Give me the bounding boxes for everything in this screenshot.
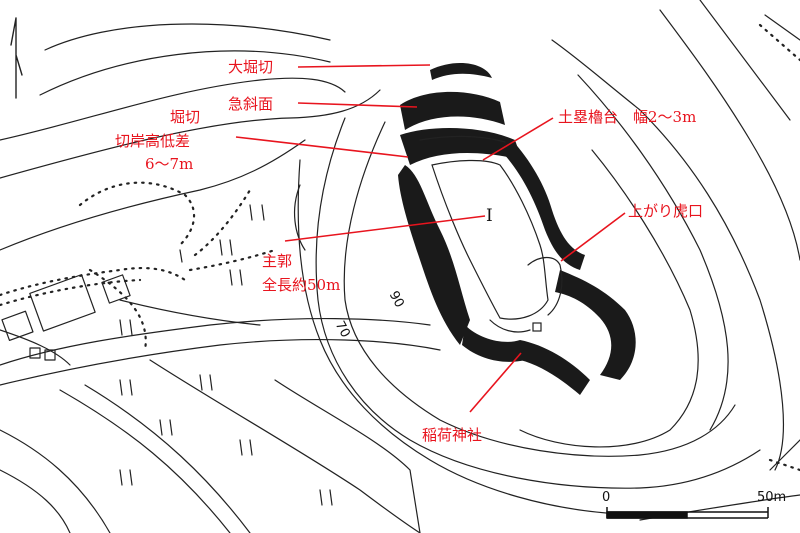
boundary-dotted (768, 458, 800, 472)
boundary-dotted (0, 278, 142, 307)
leader-oohorikiri (297, 64, 431, 68)
label-agari-koguchi: 上がり虎口 (628, 202, 704, 220)
boundary-dotted (88, 268, 147, 352)
contour-line (577, 74, 729, 431)
building-outline (101, 274, 131, 304)
annotation-leaders (235, 64, 626, 413)
building-outline (29, 347, 41, 359)
road-line (0, 338, 441, 386)
contour-line (44, 23, 331, 51)
road-line (0, 429, 111, 533)
castle-earthworks (398, 63, 636, 395)
contour-line (551, 39, 785, 471)
contour-line (764, 14, 800, 41)
main-bailey-outline (431, 159, 549, 320)
contour-line (0, 89, 381, 179)
boundary-dotted (0, 266, 187, 297)
boundary-dotted (188, 248, 277, 272)
bailey-mark: I (486, 206, 493, 226)
building-outline (29, 274, 96, 332)
contour-line (699, 0, 791, 121)
contour-line (0, 77, 346, 141)
contour-line (297, 159, 621, 515)
label-horikiri: 堀切 (170, 108, 201, 126)
label-kirigishi-height: 6～7m (145, 155, 194, 173)
label-kyushamen: 急斜面 (228, 95, 274, 113)
road-line (84, 384, 251, 533)
boundary-dotted (78, 181, 196, 247)
road-line (119, 299, 261, 326)
leader-shukaku (284, 215, 486, 242)
contour-line (343, 121, 736, 457)
field-mark (119, 204, 333, 506)
dorui-outline (419, 135, 506, 143)
boundary-dotted (758, 23, 800, 62)
scale-label-end: 50m (757, 490, 787, 505)
boundary-dotted (193, 188, 252, 257)
road-line (769, 439, 800, 471)
label-dorui: 土塁櫓台 幅2～3m (558, 108, 697, 126)
road-line (0, 469, 71, 533)
shrine-marker (532, 322, 542, 332)
shrine-outline (489, 319, 531, 333)
north-arrow-icon (10, 17, 23, 99)
leader-dorui (482, 117, 554, 161)
road-line (149, 359, 421, 533)
contour-line (294, 184, 306, 251)
building-outline (44, 349, 56, 361)
road-line (274, 379, 421, 533)
scale-bar (606, 507, 769, 519)
contour-line (659, 9, 800, 261)
label-shukaku-length: 全長約50m (262, 276, 341, 294)
road-line (0, 329, 71, 366)
label-oohorikiri: 大堀切 (228, 58, 274, 76)
contour-line (315, 117, 761, 489)
contour-line (519, 149, 699, 448)
label-shukaku: 主郭 (262, 252, 293, 270)
building-outline (1, 310, 34, 342)
leader-horikiri (235, 136, 409, 158)
leader-koguchi (560, 212, 626, 262)
label-kirigishi: 切岸高低差 (115, 132, 191, 150)
leader-kyushamen (297, 102, 418, 108)
koguchi-outline (527, 256, 563, 316)
road-line (0, 317, 431, 366)
contour-line (0, 139, 306, 251)
label-inari: 稲荷神社 (422, 426, 483, 444)
contour-line (39, 50, 331, 96)
scale-label-start: 0 (602, 490, 611, 505)
road-line (59, 389, 231, 533)
leader-inari (469, 352, 522, 413)
